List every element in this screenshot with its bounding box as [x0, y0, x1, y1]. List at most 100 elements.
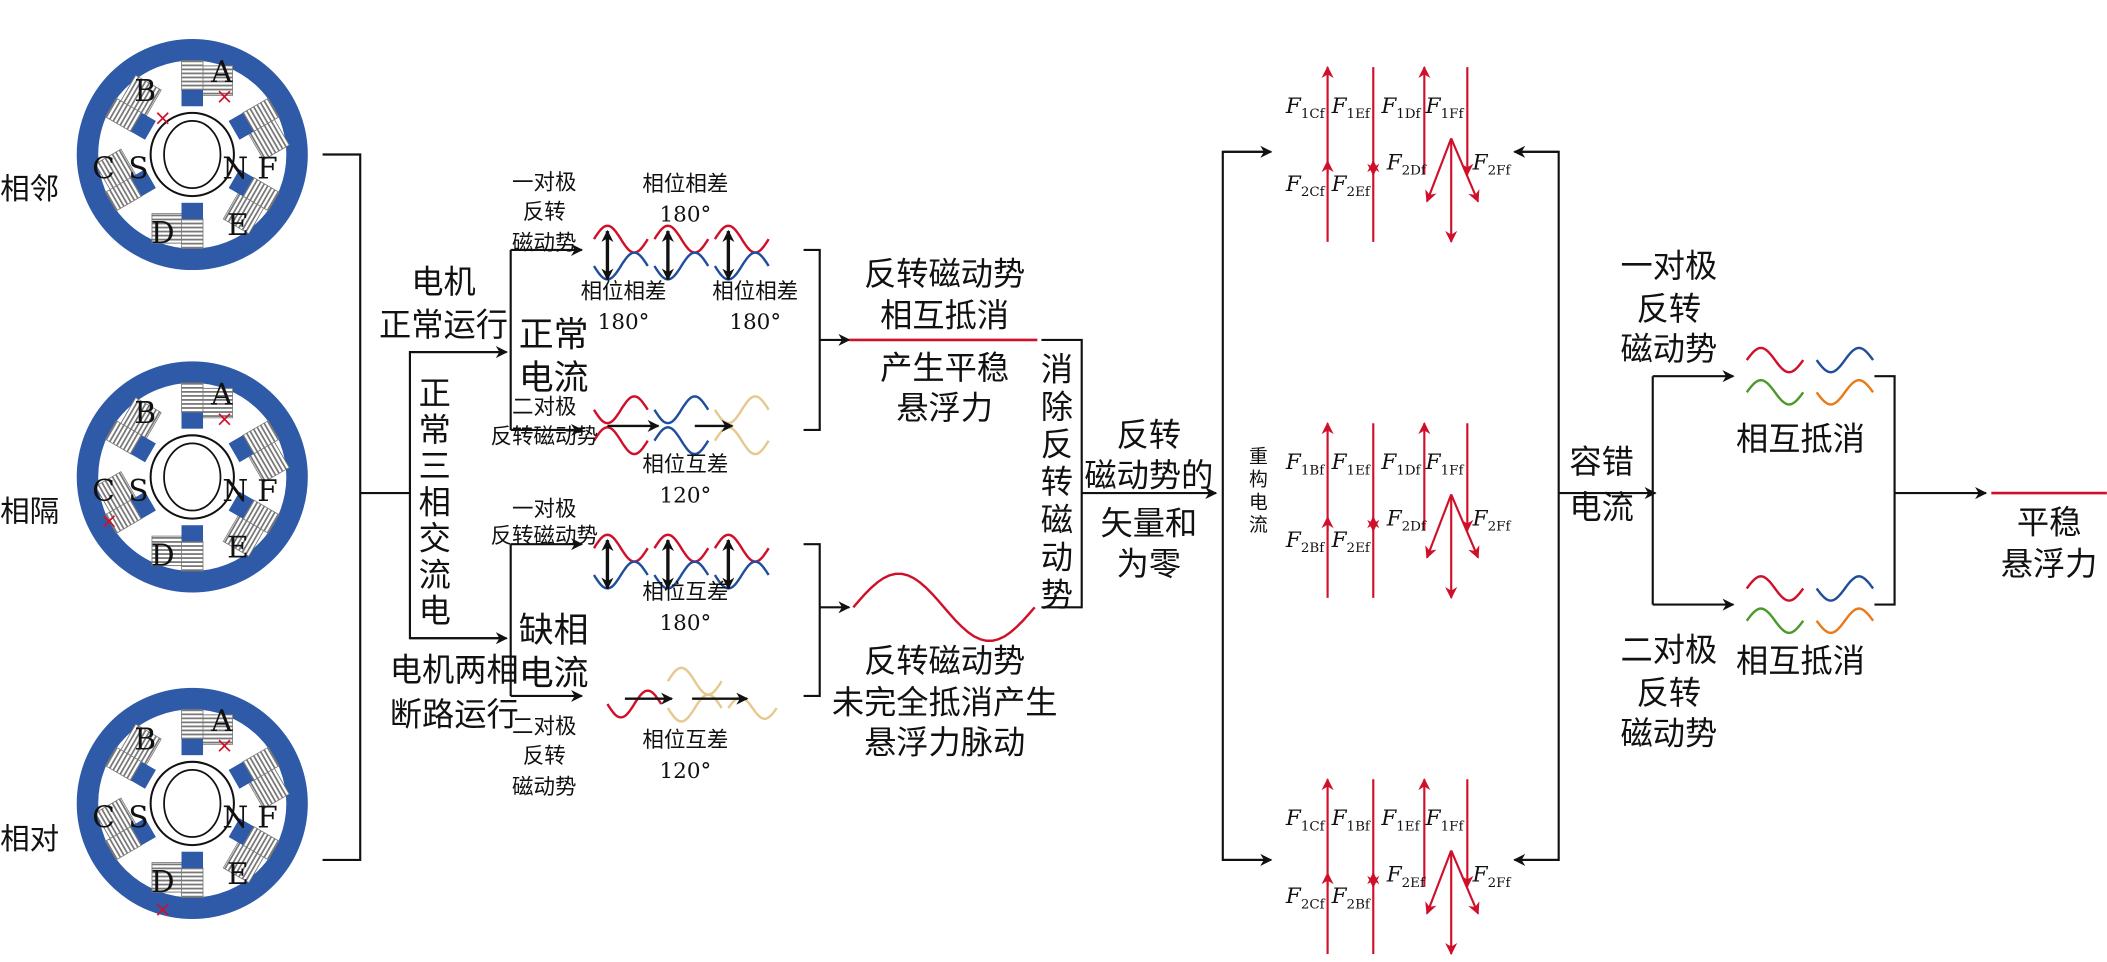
flow-connectors — [322, 145, 2107, 866]
force-label: F2Ff — [1472, 862, 1512, 890]
phase-difference-label: 相位相差 — [581, 279, 667, 304]
force-label: F2Ef — [1386, 862, 1426, 890]
one-pair-mmf-label: 磁动势 — [1620, 330, 1717, 368]
rotor — [149, 111, 235, 198]
stable-levitation-label: 悬浮力 — [2001, 545, 2098, 583]
open-phase-mark: × — [154, 106, 172, 131]
one-pair-mmf-wave — [592, 251, 649, 281]
vector-sum-zero-label: 为零 — [1117, 545, 1181, 583]
pole-label-C: C — [92, 152, 115, 186]
rotor — [149, 760, 235, 847]
cancelling-wave — [1745, 607, 1805, 635]
normal-current-label: 电流 — [519, 359, 589, 399]
phase-difference-label: 相位互差 — [642, 453, 728, 478]
pole-label-N: N — [222, 474, 248, 508]
phase-difference-label: 相位互差 — [642, 728, 728, 753]
vector-sum-label: 磁动势的 — [1084, 456, 1213, 494]
stator-pole — [94, 797, 156, 862]
sine-wave — [653, 426, 710, 456]
phase-difference-label: 180° — [659, 611, 711, 636]
stable-force-label: 悬浮力 — [896, 389, 993, 427]
force-label: F1Bf — [1285, 450, 1325, 478]
one-pair-mmf-wave — [713, 224, 770, 254]
stator-pole — [228, 745, 290, 810]
missing-phase-current-label: 电流 — [519, 654, 589, 694]
pole-label-B: B — [134, 74, 156, 108]
phase-difference-label: 180° — [598, 310, 650, 335]
two-pair-mmf-label: 二对极 — [512, 715, 576, 740]
pole-label-F: F — [257, 801, 278, 835]
force-label: F1Df — [1380, 450, 1421, 478]
pole-label-A: A — [210, 704, 233, 738]
mutual-cancel-label: 相互抵消 — [1736, 642, 1865, 680]
one-pair-mmf-label: 反转 — [523, 200, 566, 225]
two-phase-open-label: 电机两相 — [390, 651, 519, 689]
force-label: F1Ff — [1425, 806, 1465, 834]
force-label: F2Df — [1386, 150, 1427, 178]
mutual-cancel-label: 相互抵消 — [1736, 420, 1865, 458]
force-vector-arrow-icon — [1450, 137, 1480, 203]
shaft — [163, 768, 222, 838]
two-pair-mmf-label: 反转磁动势 — [491, 424, 598, 449]
motor-bracket — [322, 153, 362, 861]
pole-label-A: A — [210, 377, 233, 411]
force-pulsation-label: 悬浮力脉动 — [864, 724, 1025, 762]
force-label: F1Ff — [1425, 450, 1465, 478]
pole-label-S: S — [128, 801, 148, 835]
coil-icon — [199, 65, 233, 96]
open-phase-mark: × — [154, 897, 172, 922]
fault-tolerant-current-label: 容错 — [1569, 443, 1633, 481]
two-pair-mmf-label: 二对极 — [1620, 631, 1717, 669]
phase-difference-label: 相位互差 — [642, 580, 728, 605]
pole-label-N: N — [222, 801, 248, 835]
stator-pole — [222, 169, 282, 235]
force-label: F2Bf — [1285, 528, 1325, 556]
vector-sum-label: 反转 — [1117, 416, 1181, 454]
force-label: F2Ef — [1331, 528, 1371, 556]
two-pair-mmf-label: 反转 — [523, 744, 566, 769]
coil-icon — [151, 862, 185, 893]
connector — [1041, 338, 1083, 609]
force-label: F1Cf — [1285, 806, 1326, 834]
force-label: F2Cf — [1285, 884, 1326, 912]
sine-wave — [592, 426, 649, 456]
reconstruct-current-label: 重构电流 — [1246, 446, 1267, 538]
connector — [1874, 375, 1896, 606]
two-pair-mmf-label: 反转 — [1637, 674, 1701, 712]
open-phase-mark: × — [100, 509, 118, 534]
connector — [1515, 150, 1560, 861]
stator-pole — [222, 491, 282, 557]
stator-pole — [94, 148, 156, 213]
force-vector-arrow-icon — [1425, 850, 1453, 915]
shaft — [163, 442, 222, 512]
normal-current-label: 正常 — [519, 316, 589, 356]
normal-operation-label: 电机 — [411, 263, 475, 301]
cancelling-wave — [1745, 379, 1805, 406]
force-label: F2Bf — [1331, 884, 1371, 912]
one-pair-mmf-label: 一对极 — [1620, 247, 1717, 285]
force-label: F2Ff — [1472, 150, 1512, 178]
connector — [803, 248, 821, 432]
one-pair-mmf-wave — [653, 224, 710, 254]
pole-label-E: E — [227, 531, 249, 565]
stator-pole — [228, 96, 290, 161]
stator-yoke — [76, 687, 308, 920]
force-label: F2Ef — [1331, 172, 1371, 200]
one-pair-mmf-wave — [713, 251, 770, 281]
force-vector-arrow-icon — [1450, 850, 1480, 915]
stable-levitation-label: 平稳 — [2017, 503, 2081, 541]
open-phase-mark: × — [216, 733, 234, 758]
coil-icon — [151, 213, 185, 244]
phase-difference-label: 相位相差 — [712, 279, 798, 304]
one-pair-mmf-label: 反转磁动势 — [491, 524, 598, 549]
pole-label-A: A — [210, 55, 233, 89]
force-vector-arrow-icon — [1450, 494, 1480, 559]
phase-difference-label: 180° — [659, 203, 711, 228]
force-label: F1Ef — [1331, 94, 1371, 122]
force-label: F1Bf — [1331, 806, 1371, 834]
one-pair-mmf-label: 反转 — [1637, 290, 1701, 328]
shaft — [163, 120, 222, 189]
